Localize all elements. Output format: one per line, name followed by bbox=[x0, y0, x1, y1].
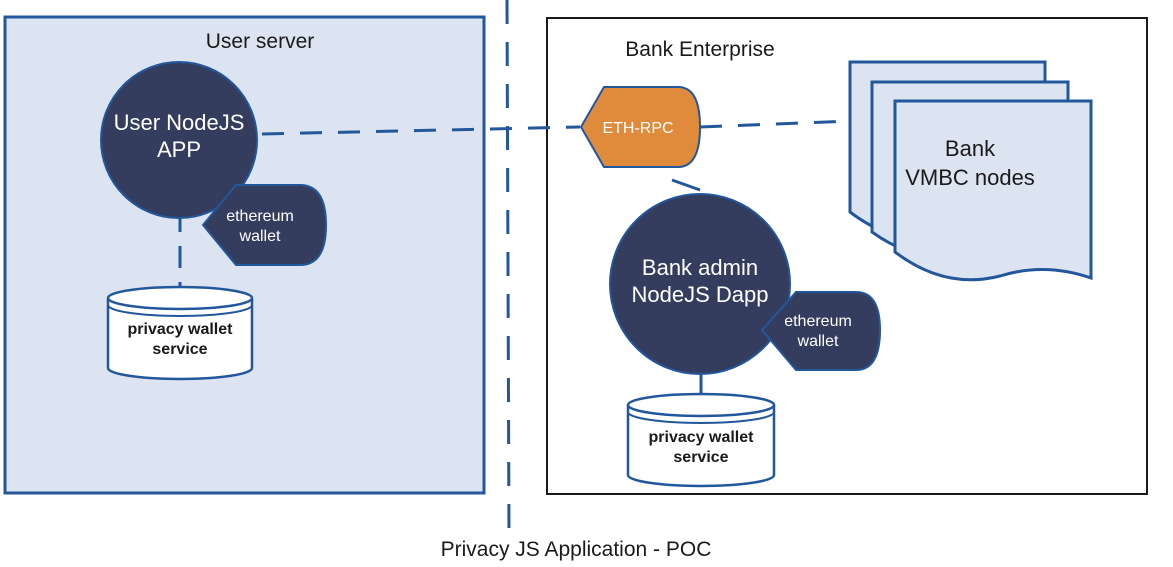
user-service-label-line1: privacy wallet bbox=[128, 321, 234, 338]
admin-app-circle bbox=[609, 193, 791, 375]
bank-admin-dapp: Bank admin NodeJS Dapp bbox=[609, 193, 791, 375]
vmbc-label-line2: VMBC nodes bbox=[905, 165, 1035, 190]
rpc-to-admin-connector bbox=[671, 178, 701, 192]
user-service-cylinder-top bbox=[106, 285, 254, 311]
bank-wallet-shape bbox=[760, 291, 882, 371]
user-privacy-wallet-service: privacy wallet service bbox=[106, 285, 254, 381]
bank-privacy-wallet-service: privacy wallet service bbox=[626, 392, 776, 488]
user-service-cylinder-ring bbox=[107, 304, 253, 317]
bank-service-cylinder-body bbox=[626, 405, 776, 488]
eth-rpc-node: ETH-RPC bbox=[579, 86, 702, 168]
bank-service-cylinder-ring bbox=[627, 411, 775, 424]
bank-service-cylinder-top bbox=[626, 392, 776, 418]
user-wallet-label-line2: wallet bbox=[239, 228, 281, 245]
user-app-label-line2: APP bbox=[157, 137, 201, 162]
vmbc-doc-front bbox=[893, 99, 1093, 282]
bank-enterprise-title: Bank Enterprise bbox=[625, 38, 774, 61]
user-nodejs-app: User NodeJS APP bbox=[100, 61, 258, 219]
user-ethereum-wallet: ethereum wallet bbox=[201, 184, 328, 266]
user-app-label-line1: User NodeJS bbox=[114, 110, 245, 135]
eth-rpc-shape bbox=[579, 86, 702, 168]
bank-wallet-label-line1: ethereum bbox=[784, 313, 852, 330]
user-wallet-shape bbox=[201, 184, 328, 266]
diagram-caption: Privacy JS Application - POC bbox=[441, 538, 712, 561]
user-service-cylinder-body bbox=[106, 298, 254, 381]
bank-wallet-label-line2: wallet bbox=[797, 333, 839, 350]
user-app-circle bbox=[100, 61, 258, 219]
rpc-to-nodes-connector bbox=[699, 119, 851, 129]
admin-app-label-line2: NodeJS Dapp bbox=[632, 282, 769, 307]
separator-line bbox=[505, 0, 511, 541]
admin-app-label-line1: Bank admin bbox=[642, 255, 758, 280]
vmbc-label-line1: Bank bbox=[945, 136, 996, 161]
user-service-label-line2: service bbox=[152, 341, 207, 358]
bank-service-label-line1: privacy wallet bbox=[649, 429, 755, 446]
bank-service-label-line2: service bbox=[673, 449, 728, 466]
eth-rpc-label: ETH-RPC bbox=[602, 120, 673, 137]
user-wallet-label-line1: ethereum bbox=[226, 208, 294, 225]
bank-vmbc-nodes: Bank VMBC nodes bbox=[848, 60, 1093, 282]
bank-ethereum-wallet: ethereum wallet bbox=[760, 291, 882, 371]
app-to-rpc-connector bbox=[261, 125, 581, 136]
user-server-title: User server bbox=[206, 30, 315, 53]
